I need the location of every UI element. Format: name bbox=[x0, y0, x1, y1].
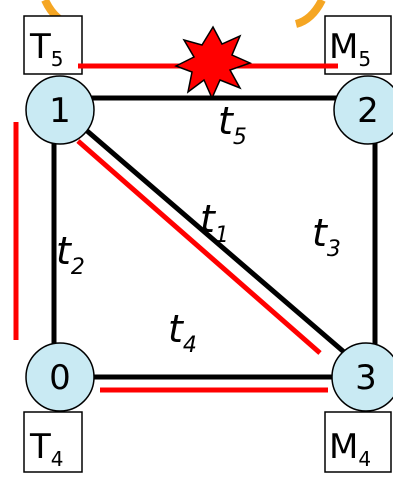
edge-label-t4: t4 bbox=[168, 307, 197, 358]
node-3-label: 3 bbox=[355, 358, 377, 398]
node-0: 0 bbox=[25, 342, 95, 412]
box-M5-label: M5 bbox=[329, 27, 371, 71]
box-T5-label: T5 bbox=[29, 27, 64, 71]
edge-label-t5: t5 bbox=[218, 99, 247, 150]
node-2-label: 2 bbox=[357, 91, 379, 131]
node-0-label: 0 bbox=[49, 358, 71, 398]
edge-label-t1: t1 bbox=[200, 197, 229, 248]
box-T5: T5 bbox=[23, 15, 83, 75]
box-M4: M4 bbox=[324, 411, 392, 473]
box-M5: M5 bbox=[324, 15, 392, 75]
node-2: 2 bbox=[333, 75, 393, 145]
node-1-label: 1 bbox=[49, 91, 71, 131]
explosion-icon bbox=[174, 25, 253, 100]
orange-arc-right bbox=[294, 0, 326, 28]
box-M4-label: M4 bbox=[329, 427, 371, 471]
red-path-diagonal bbox=[76, 139, 322, 355]
node-1: 1 bbox=[25, 75, 95, 145]
edge-1-3 bbox=[84, 128, 346, 354]
edge-label-t2: t2 bbox=[56, 229, 85, 280]
box-T4-label: T4 bbox=[29, 427, 64, 471]
edge-label-t3: t3 bbox=[312, 211, 341, 262]
node-3: 3 bbox=[331, 342, 393, 412]
box-T4: T4 bbox=[23, 411, 83, 473]
